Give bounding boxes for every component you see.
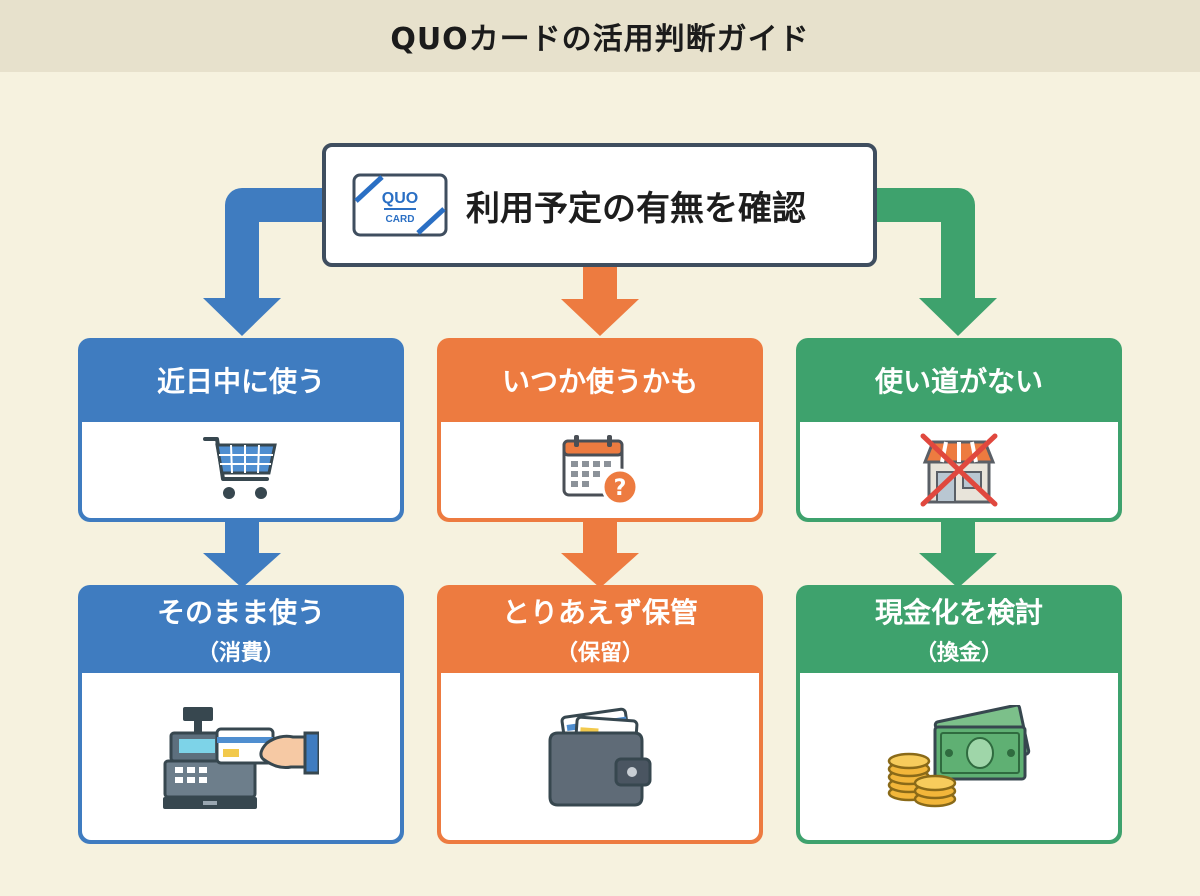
- cash-register-payment-icon: [163, 706, 319, 809]
- calendar-question-icon: ?: [562, 435, 639, 506]
- arrowhead-no-use: [919, 298, 997, 336]
- arrow-use-soon-result: [225, 519, 259, 557]
- coins-cash-icon: [887, 704, 1031, 807]
- page-title: QUOカードの活用判断ガイド: [390, 22, 810, 57]
- svg-text:QUO: QUO: [382, 190, 418, 207]
- result-title-hold: とりあえず保管: [501, 596, 698, 629]
- arrow-to-no-use: [855, 188, 975, 319]
- decision-start-label: 利用予定の有無を確認: [466, 188, 806, 229]
- arrowhead-use-soon-result: [203, 553, 281, 588]
- panel-result-hold: とりあえず保管 （保留）: [437, 585, 763, 844]
- result-sub-cash: （換金）: [914, 641, 1003, 666]
- result-sub-hold: （保留）: [555, 641, 644, 666]
- question-use-soon: 近日中に使う: [156, 365, 325, 398]
- arrow-maybe-use-result: [583, 519, 617, 557]
- question-maybe-use: いつか使うかも: [501, 365, 698, 398]
- arrow-to-maybe-use: [583, 265, 617, 303]
- panel-maybe-use: いつか使うかも ?: [437, 338, 763, 522]
- panel-no-use: 使い道がない: [796, 338, 1122, 522]
- result-title-cash: 現金化を検討: [874, 596, 1043, 629]
- decision-start-box: QUO CARD 利用予定の有無を確認: [322, 143, 877, 267]
- title-bar: QUOカードの活用判断ガイド: [0, 0, 1200, 72]
- result-sub-consume: （消費）: [196, 641, 285, 666]
- svg-text:?: ?: [614, 476, 627, 501]
- arrow-no-use-result: [941, 519, 975, 557]
- arrowhead-no-use-result: [919, 553, 997, 588]
- svg-text:CARD: CARD: [386, 214, 415, 225]
- wallet-icon: [548, 707, 652, 806]
- question-no-use: 使い道がない: [874, 365, 1043, 398]
- store-crossed-icon: [920, 433, 998, 507]
- arrow-to-use-soon: [225, 188, 343, 319]
- panel-result-cash: 現金化を検討 （換金）: [796, 585, 1122, 844]
- arrowhead-maybe-use: [561, 299, 639, 336]
- shopping-cart-icon: [203, 437, 277, 499]
- result-title-consume: そのまま使う: [156, 596, 325, 629]
- panel-result-consume: そのまま使う （消費）: [78, 585, 404, 844]
- arrowhead-use-soon: [203, 298, 281, 336]
- panel-use-soon: 近日中に使う: [78, 338, 404, 522]
- quo-card-icon: QUO CARD: [352, 173, 448, 237]
- arrowhead-maybe-use-result: [561, 553, 639, 588]
